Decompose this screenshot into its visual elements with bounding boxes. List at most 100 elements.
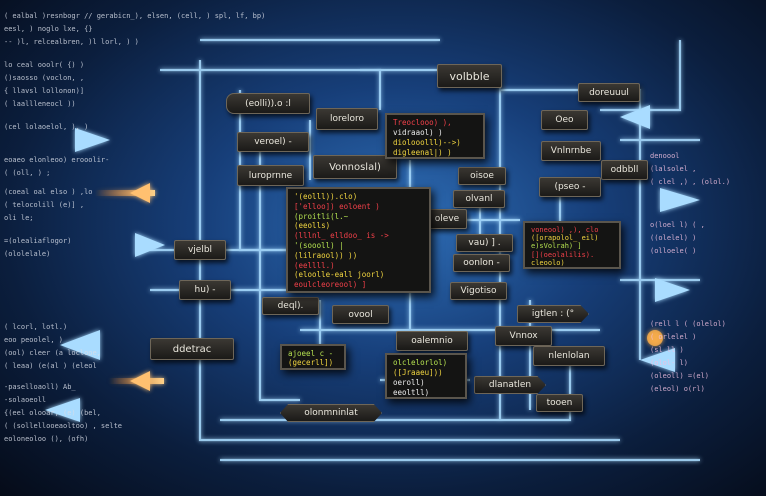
code-line: ajoeel c - — [288, 349, 334, 358]
code-line: (lllnl_ elldoo_ is -> — [294, 231, 389, 241]
node-pseo: (pseo - — [539, 177, 601, 197]
arrow-left-icon — [45, 398, 80, 422]
code-line: (lilraool)) )) — [294, 250, 358, 260]
code-line: ( (sollellooeaoltoo) , selte — [4, 422, 123, 430]
code-block-small: ajoeel c -(gecerll]) — [280, 344, 346, 370]
code-line: eoulcleoreool) ] — [294, 280, 367, 290]
code-line: { llavsl lollonon)] — [4, 87, 85, 95]
node-tooen: tooen — [536, 394, 583, 412]
code-line: (olloele( ) — [650, 247, 697, 255]
arrow-right-icon — [135, 233, 165, 257]
code-line: ([Jraaeu])) — [393, 368, 443, 377]
right-code-column: denoool (lalsolel , ( clel ,) , (olol.) o(l… — [650, 150, 730, 396]
code-line: (oleoll) =(el) — [650, 372, 710, 380]
code-line: ( laallleneocl )) — [4, 100, 76, 108]
node-deql: deql). — [262, 297, 319, 315]
glowing-arrow-left-icon — [130, 371, 150, 391]
arrow-right-icon — [75, 128, 110, 152]
code-line: eoo peoolel, ) — [4, 336, 64, 344]
code-line: eesl, ) noglo lxe, {} — [4, 25, 93, 33]
code-block-bottom: olclelorlol)([Jraaeu]))oeroll)eeoltll) — [385, 353, 467, 399]
code-line: eoloneoloo (), (ofh) — [4, 435, 89, 443]
node-vigotiso: Vigotiso — [450, 282, 507, 300]
code-line: ()saosso (voclon, , — [4, 74, 85, 82]
glowing-arrow-left-icon — [130, 183, 150, 203]
code-line: (cel lolaoelol, ), ) — [4, 123, 89, 131]
node-oeo: Oeo — [541, 110, 588, 130]
node-vnnox: Vnnox — [495, 326, 552, 346]
code-line: ( leaa) (e(al ) (eleol — [4, 362, 97, 370]
code-line: oli le; — [4, 214, 34, 222]
code-line: (rell l ( (olelol) — [650, 320, 726, 328]
code-line: '(soooll) | — [294, 240, 344, 250]
arrow-left-icon — [620, 105, 650, 129]
code-line: cleoolo) — [531, 258, 565, 267]
code-line: {(eel olooar, (e) (bel, — [4, 409, 101, 417]
node-loreloro: loreloro — [316, 108, 378, 130]
node-vjelbl: vjelbl — [174, 240, 226, 260]
node-igtlen: igtlen : (° — [517, 305, 589, 323]
code-line: ['elloo]) eoloent ) — [294, 201, 380, 211]
code-line: Treoclooo) ), — [393, 118, 452, 127]
code-line: o(loel l) ( , — [650, 221, 705, 229]
code-line: (eeolls) — [294, 221, 331, 231]
left-code-column: ( ealbal )resnbogr // gerabicn_), elsen,… — [4, 10, 265, 446]
code-block-main: '(eolll)).clo)['elloo]) eoloent )(proitl… — [286, 187, 431, 293]
node-olonmninlat: olonmninlat — [280, 404, 382, 422]
code-line: diolooolll)-->) — [393, 138, 461, 147]
code-line: =(olealiaflogor) — [4, 237, 72, 245]
code-line: (proitli(l.~ — [294, 211, 349, 221]
arrow-right-icon — [655, 278, 690, 302]
node-oalemnio: oalemnio — [396, 331, 468, 351]
node-vnlnrnbe: Vnlnrnbe — [541, 141, 601, 161]
node-vau: vau) ] . — [456, 234, 513, 252]
code-line: -solaoeoll — [4, 396, 47, 404]
arrow-left-icon — [60, 330, 100, 360]
code-line: eeoltll) — [393, 388, 430, 397]
node-oleve: oleve — [427, 209, 467, 229]
code-line: eoaeo elonleoo) erooolir- — [4, 156, 110, 164]
code-line: -- )l, relcealbren, )l lorl, ) ) — [4, 38, 139, 46]
code-line: (gecerll]) — [288, 358, 334, 367]
code-line: vidraaol) ) — [393, 128, 443, 137]
code-line: e)sVolrah) ] — [531, 242, 582, 251]
code-line: voneool) ,), clo — [531, 226, 599, 234]
node-hu: hu) - — [179, 280, 231, 300]
code-line: ((olelel) ) — [650, 234, 697, 242]
arrow-left-icon — [640, 348, 675, 372]
node-olvanl: olvanl — [453, 190, 505, 208]
code-line: lo ceal ooolr( {) ) — [4, 61, 85, 69]
code-line: oeroll) — [393, 378, 425, 387]
code-line: ( orlelel ) — [650, 333, 697, 341]
node-oisoe: oisoe — [458, 167, 506, 185]
node-dlanatlen: dlanatlen — [474, 376, 546, 394]
code-block-right: voneool) ,), clo([orapolol_ eil)e)sVolra… — [523, 221, 621, 269]
code-line: (olol- l) — [650, 359, 688, 367]
code-line: (lalsolel , — [650, 165, 697, 173]
code-block-top: Treoclooo) ),vidraaol) )diolooolll)-->)d… — [385, 113, 485, 159]
node-odbbll: odbbll — [601, 160, 648, 180]
code-line: olclelorlol) — [393, 358, 448, 367]
code-line: ( lcorl, lotl.) — [4, 323, 68, 331]
code-line: ( ealbal )resnbogr // gerabicn_), elsen,… — [4, 12, 266, 20]
code-line: -paselloaoll) Ab_ — [4, 383, 76, 391]
code-line: (ololelale) — [4, 250, 51, 258]
code-line: '(eolll)).clo) — [294, 192, 358, 201]
code-line: ( clel ,) , (olol.) — [650, 178, 731, 186]
node-nlenlolan: nlenlolan — [533, 346, 605, 366]
code-line: (sl ll ) — [650, 346, 684, 354]
code-line: (ool) cleer (a loclooe, — [4, 349, 101, 357]
node-ovool: ovool — [332, 305, 389, 324]
code-line: (eellll.) — [294, 260, 335, 270]
node-eolli: (eolli)).o :l — [226, 93, 310, 114]
node-luroprnne: luroprnne — [237, 165, 304, 186]
arrow-right-icon — [660, 188, 700, 212]
code-line: ( (oll, ) ; — [4, 169, 51, 177]
code-line: ( telocolill (e)] , — [4, 201, 85, 209]
code-line: (eleol) o(rl) — [650, 385, 705, 393]
node-doreuuul: doreuuul — [578, 83, 640, 102]
code-line: digleenal|) ) — [393, 148, 452, 157]
code-line: denoool — [650, 152, 680, 160]
code-line: [](oeolalilis). — [531, 250, 595, 259]
